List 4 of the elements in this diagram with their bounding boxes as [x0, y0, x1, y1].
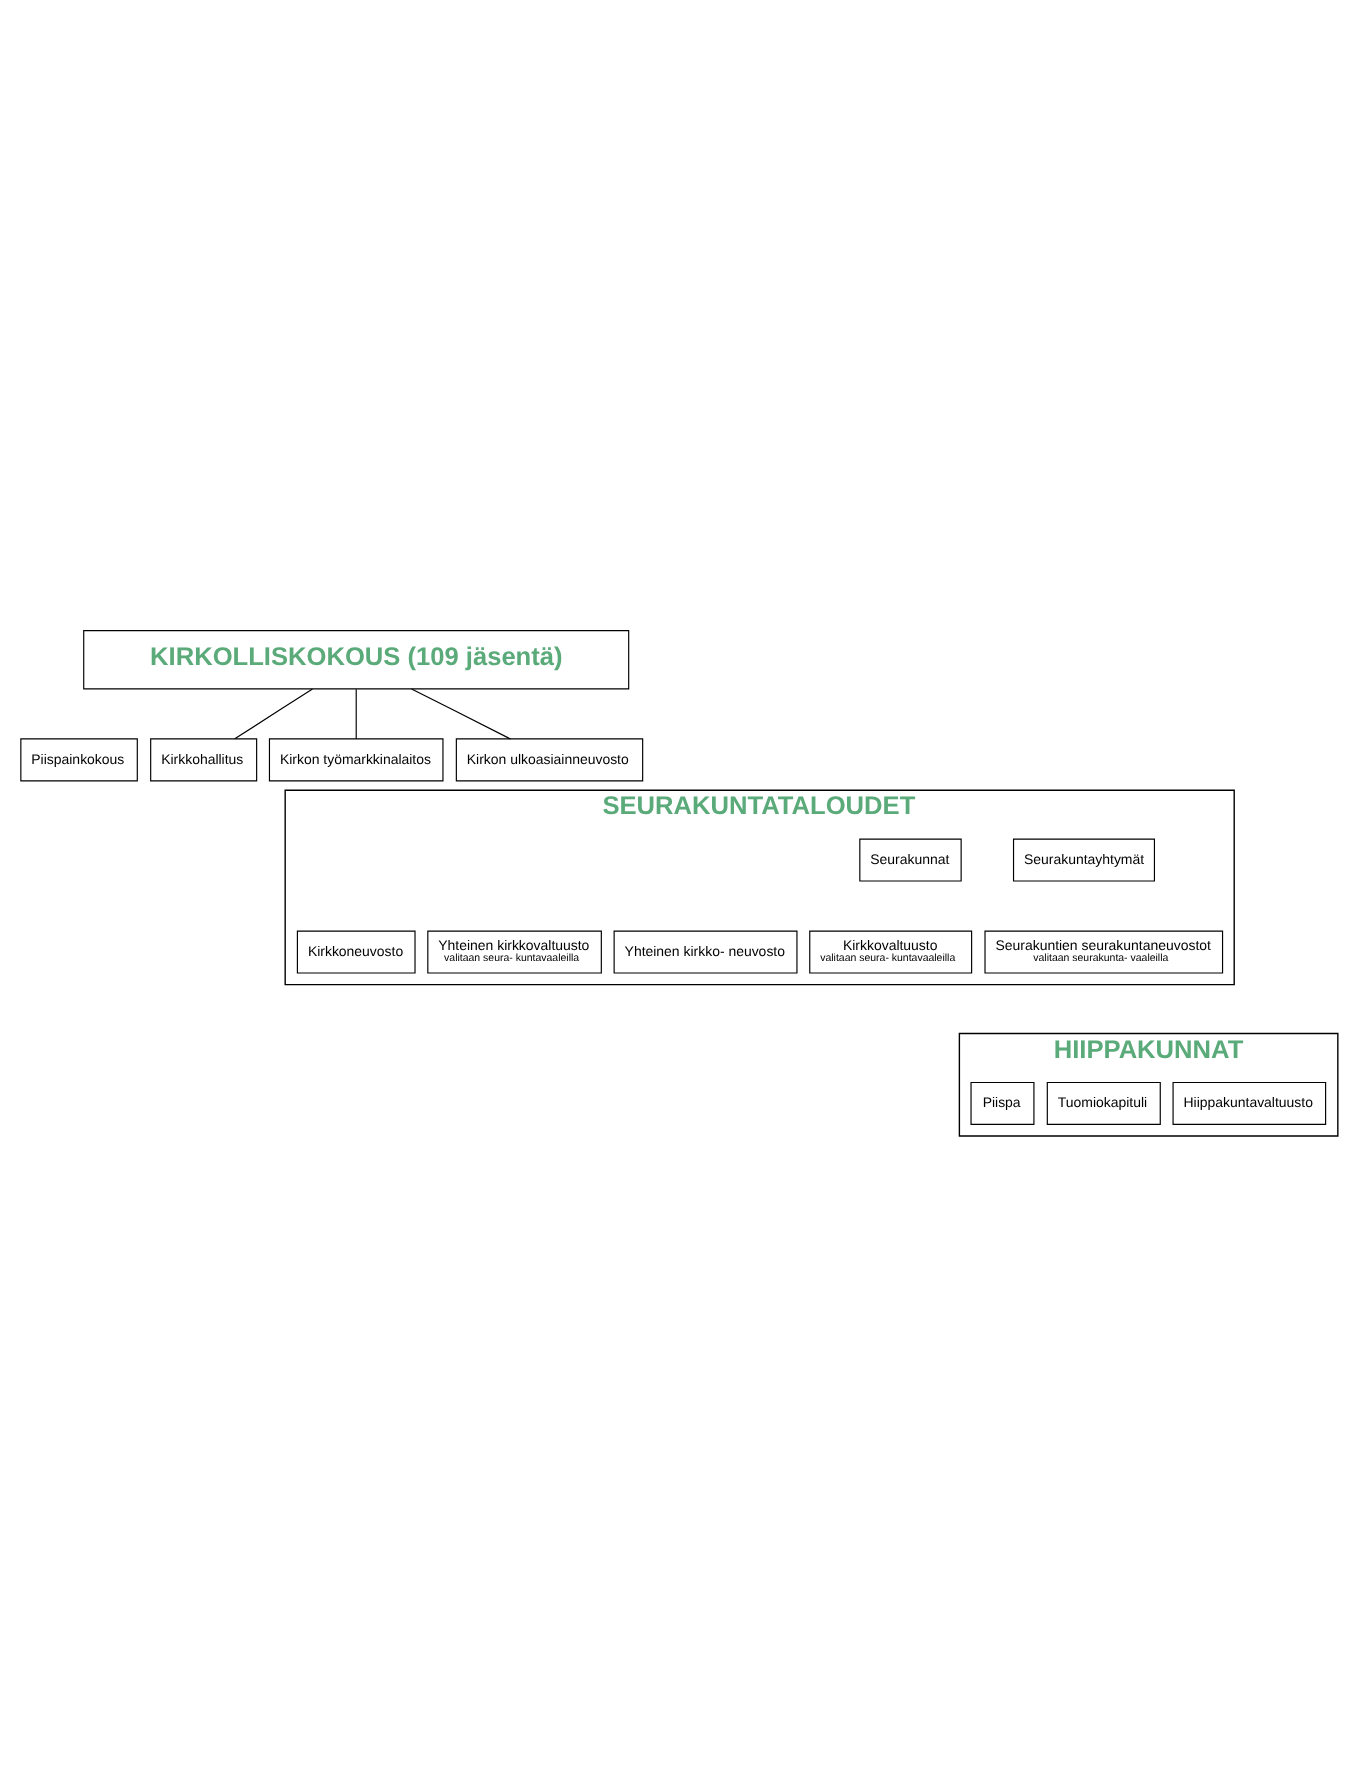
connector [234, 687, 314, 739]
connector [355, 687, 357, 739]
node-box: KIRKOLLISKOKOUS (109 jäsentä) [83, 629, 630, 689]
connector [411, 687, 511, 739]
